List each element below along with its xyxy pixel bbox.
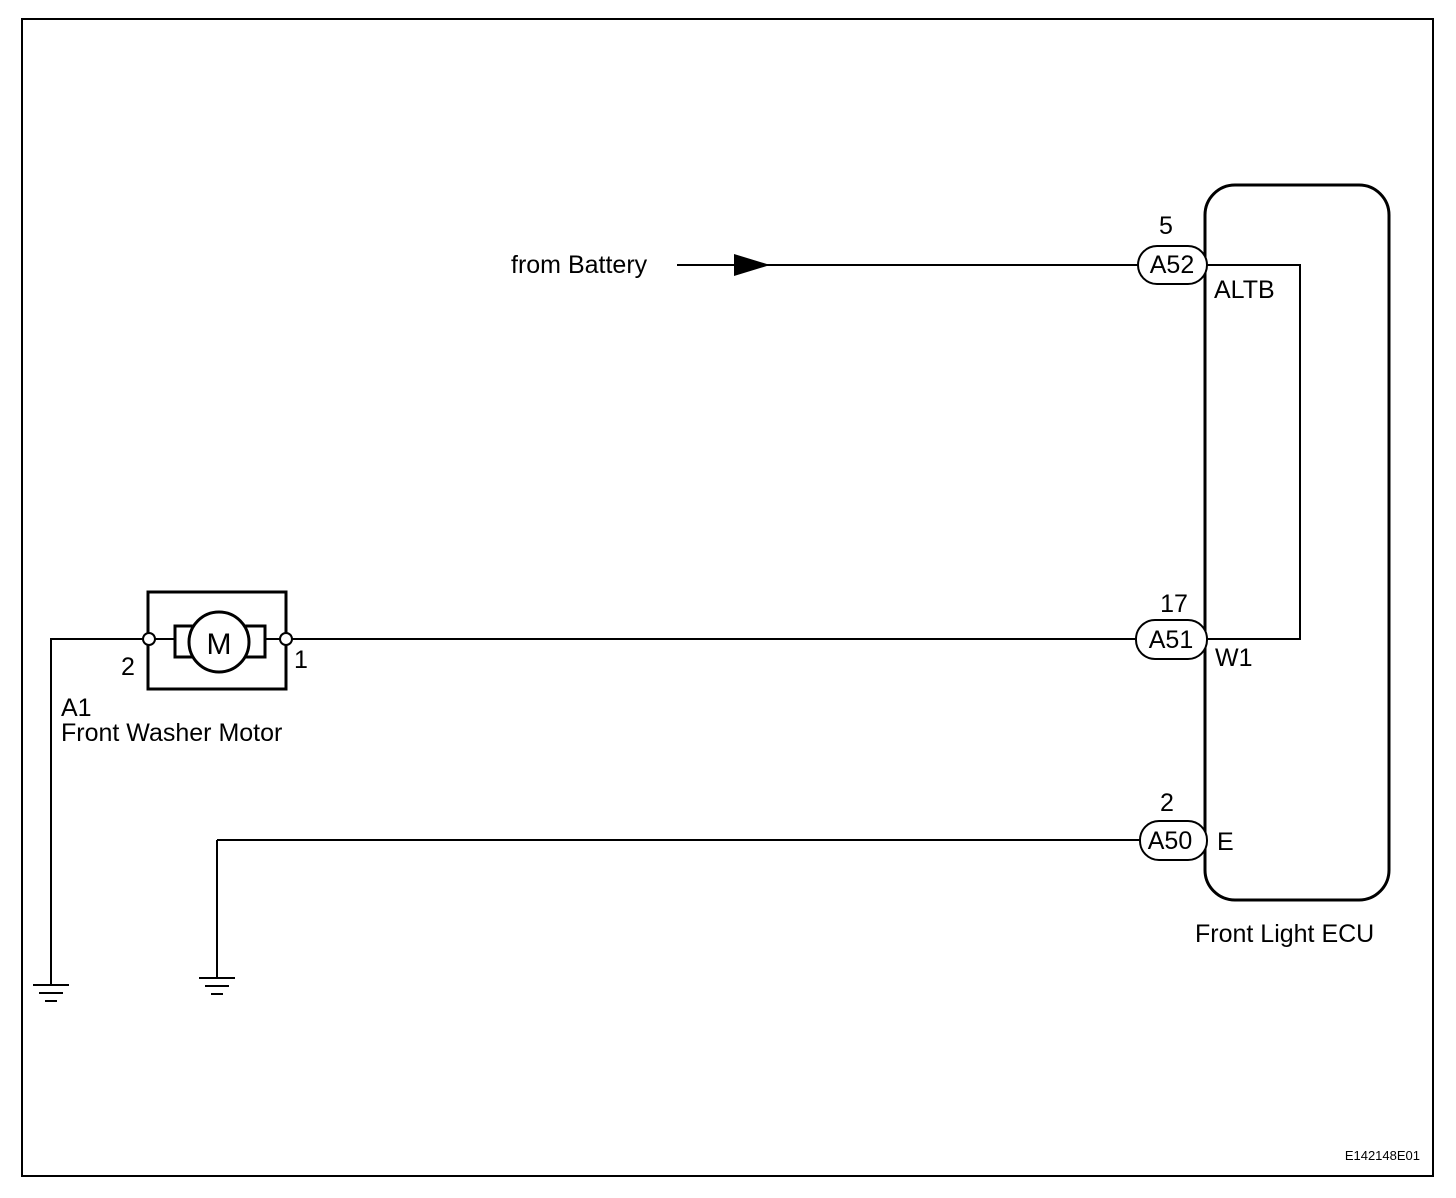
ecu-name: Front Light ECU — [1195, 920, 1374, 948]
pin-number-5: 5 — [1159, 212, 1173, 240]
pin-number-2-ecu: 2 — [1160, 789, 1174, 817]
ecu-body — [1203, 183, 1391, 902]
diagram-frame — [21, 18, 1434, 1177]
motor-code: A1 — [61, 694, 92, 722]
ground-symbol-icon — [33, 984, 69, 1002]
connector-a52-label: A52 — [1150, 251, 1194, 279]
ground-symbol-icon — [199, 977, 235, 995]
arrow-icon — [734, 254, 770, 276]
connector-a51 — [1135, 619, 1208, 660]
terminal-altb: ALTB — [1214, 276, 1275, 304]
motor-pin-left: 2 — [121, 653, 135, 681]
connector-a52 — [1137, 245, 1208, 285]
connector-a50 — [1139, 820, 1208, 861]
pin-number-17: 17 — [1160, 590, 1188, 618]
connector-a51-label: A51 — [1149, 626, 1193, 654]
connector-a50-label: A50 — [1148, 827, 1192, 855]
terminal-w1: W1 — [1215, 644, 1253, 672]
ecu-internal-link — [1207, 264, 1301, 640]
motor-symbol: M — [207, 628, 232, 661]
terminal-e: E — [1217, 828, 1234, 856]
motor-pin-right: 1 — [294, 646, 308, 674]
battery-source-label: from Battery — [511, 251, 648, 279]
motor-icon — [142, 590, 293, 691]
motor-name: Front Washer Motor — [61, 719, 282, 747]
figure-id: E142148E01 — [1345, 1148, 1420, 1163]
motor-ground-wire — [50, 638, 144, 985]
